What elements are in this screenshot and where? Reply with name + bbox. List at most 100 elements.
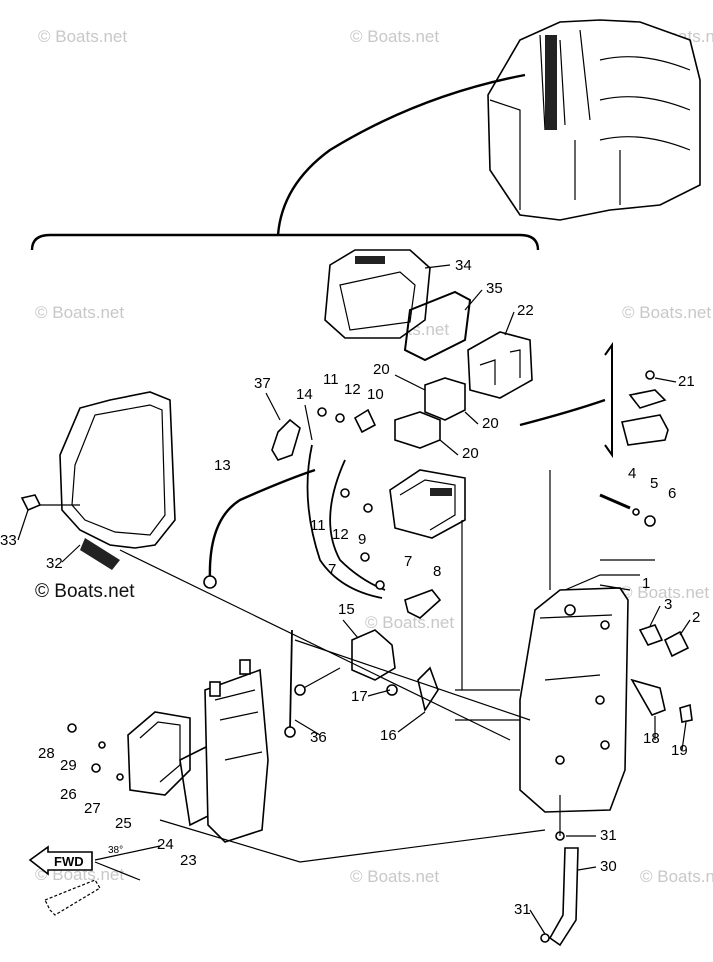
callout-20: 20 [482, 415, 499, 432]
leader-line [276, 73, 526, 236]
watermark: © Boats.net [620, 583, 709, 602]
part-1 [519, 587, 629, 813]
part-31 [540, 933, 550, 943]
part-34 [324, 249, 431, 339]
callout-33: 33 [0, 532, 17, 549]
watermark: © Boats.net [622, 303, 711, 322]
engine-illustration [487, 19, 701, 221]
part-19 [679, 703, 693, 723]
part-13 [208, 468, 316, 581]
grouping-bracket [30, 233, 540, 251]
callout-26: 26 [60, 786, 77, 803]
part-14-branch [329, 459, 386, 591]
part-14 [306, 444, 383, 599]
part-15 [294, 629, 396, 696]
watermark: © Boats.net [35, 303, 124, 322]
part-7 [375, 580, 385, 590]
callout-1: 1 [642, 575, 650, 592]
callout-22: 22 [517, 302, 534, 319]
watermark: © Boats.net [350, 867, 439, 886]
callout-23: 23 [180, 852, 197, 869]
callout-labels: 34 35 22 20 20 20 21 37 11 12 10 14 13 4… [0, 257, 700, 918]
angle-label: 38° [108, 845, 123, 856]
watermark: © Boats.net [38, 27, 127, 46]
callout-27: 27 [84, 800, 101, 817]
watermark: © Boats.net [35, 581, 135, 602]
callout-2: 2 [692, 609, 700, 626]
watermark: © Boats.net [350, 27, 439, 46]
part-6 [644, 515, 656, 527]
part-2 [663, 630, 690, 658]
callout-12: 12 [332, 526, 349, 543]
callout-7: 7 [328, 561, 336, 578]
part-37 [271, 418, 301, 461]
part-3 [638, 624, 664, 646]
part-33 [20, 494, 42, 512]
watermarks: © Boats.net © Boats.net © Boats.net © Bo… [35, 27, 713, 886]
callout-3: 3 [664, 596, 672, 613]
part-7 [360, 552, 370, 562]
part-32 [59, 391, 176, 570]
callout-6: 6 [668, 485, 676, 502]
callout-5: 5 [650, 475, 658, 492]
callout-8: 8 [433, 563, 441, 580]
part-21 [604, 341, 669, 459]
callout-20: 20 [462, 445, 479, 462]
callout-29: 29 [60, 757, 77, 774]
callout-11: 11 [310, 517, 326, 534]
part-4 [599, 493, 631, 510]
callout-37: 37 [254, 375, 271, 392]
fwd-indicator: FWD 38° [28, 845, 161, 916]
callout-13: 13 [214, 457, 231, 474]
callout-25: 25 [115, 815, 132, 832]
part-12 [335, 413, 345, 423]
callout-21: 21 [678, 373, 695, 390]
callout-7: 7 [404, 553, 412, 570]
callout-30: 30 [600, 858, 617, 875]
part-25 [127, 711, 191, 796]
callout-17: 17 [351, 688, 368, 705]
callout-leaders [17, 264, 691, 935]
fwd-label: FWD [54, 854, 84, 869]
callout-34: 34 [455, 257, 472, 274]
part-36 [289, 629, 293, 731]
callout-12: 12 [344, 381, 361, 398]
leader-line [519, 398, 606, 427]
part-11 [340, 488, 350, 498]
callout-16: 16 [380, 727, 397, 744]
part-27 [116, 773, 124, 781]
part-30 [548, 847, 579, 947]
watermark: © Boats.net [365, 613, 454, 632]
part-18 [630, 678, 666, 716]
part-28 [67, 723, 77, 733]
callout-10: 10 [367, 386, 384, 403]
callout-9: 9 [358, 531, 366, 548]
callout-35: 35 [486, 280, 503, 297]
part-5 [632, 508, 640, 516]
callout-32: 32 [46, 555, 63, 572]
part-8 [404, 589, 442, 619]
part-17 [386, 684, 398, 696]
part-23 [204, 659, 269, 843]
part-10 [353, 408, 377, 434]
callout-28: 28 [38, 745, 55, 762]
watermark: © Boats.net [640, 867, 713, 886]
callout-24: 24 [157, 836, 174, 853]
guide-lines [40, 470, 655, 863]
callout-14: 14 [296, 386, 313, 403]
part-29 [98, 741, 106, 749]
part-22 [467, 331, 533, 399]
part-9 [389, 469, 466, 539]
callout-4: 4 [628, 465, 636, 482]
part-13-terminal [203, 575, 217, 589]
callout-11: 11 [323, 371, 339, 388]
callout-31: 31 [600, 827, 617, 844]
callout-15: 15 [338, 601, 355, 618]
callout-36: 36 [310, 729, 327, 746]
part-26 [91, 763, 101, 773]
callout-19: 19 [671, 742, 688, 759]
callout-18: 18 [643, 730, 660, 747]
part-35 [403, 290, 472, 362]
part-36-terminal [284, 726, 296, 738]
